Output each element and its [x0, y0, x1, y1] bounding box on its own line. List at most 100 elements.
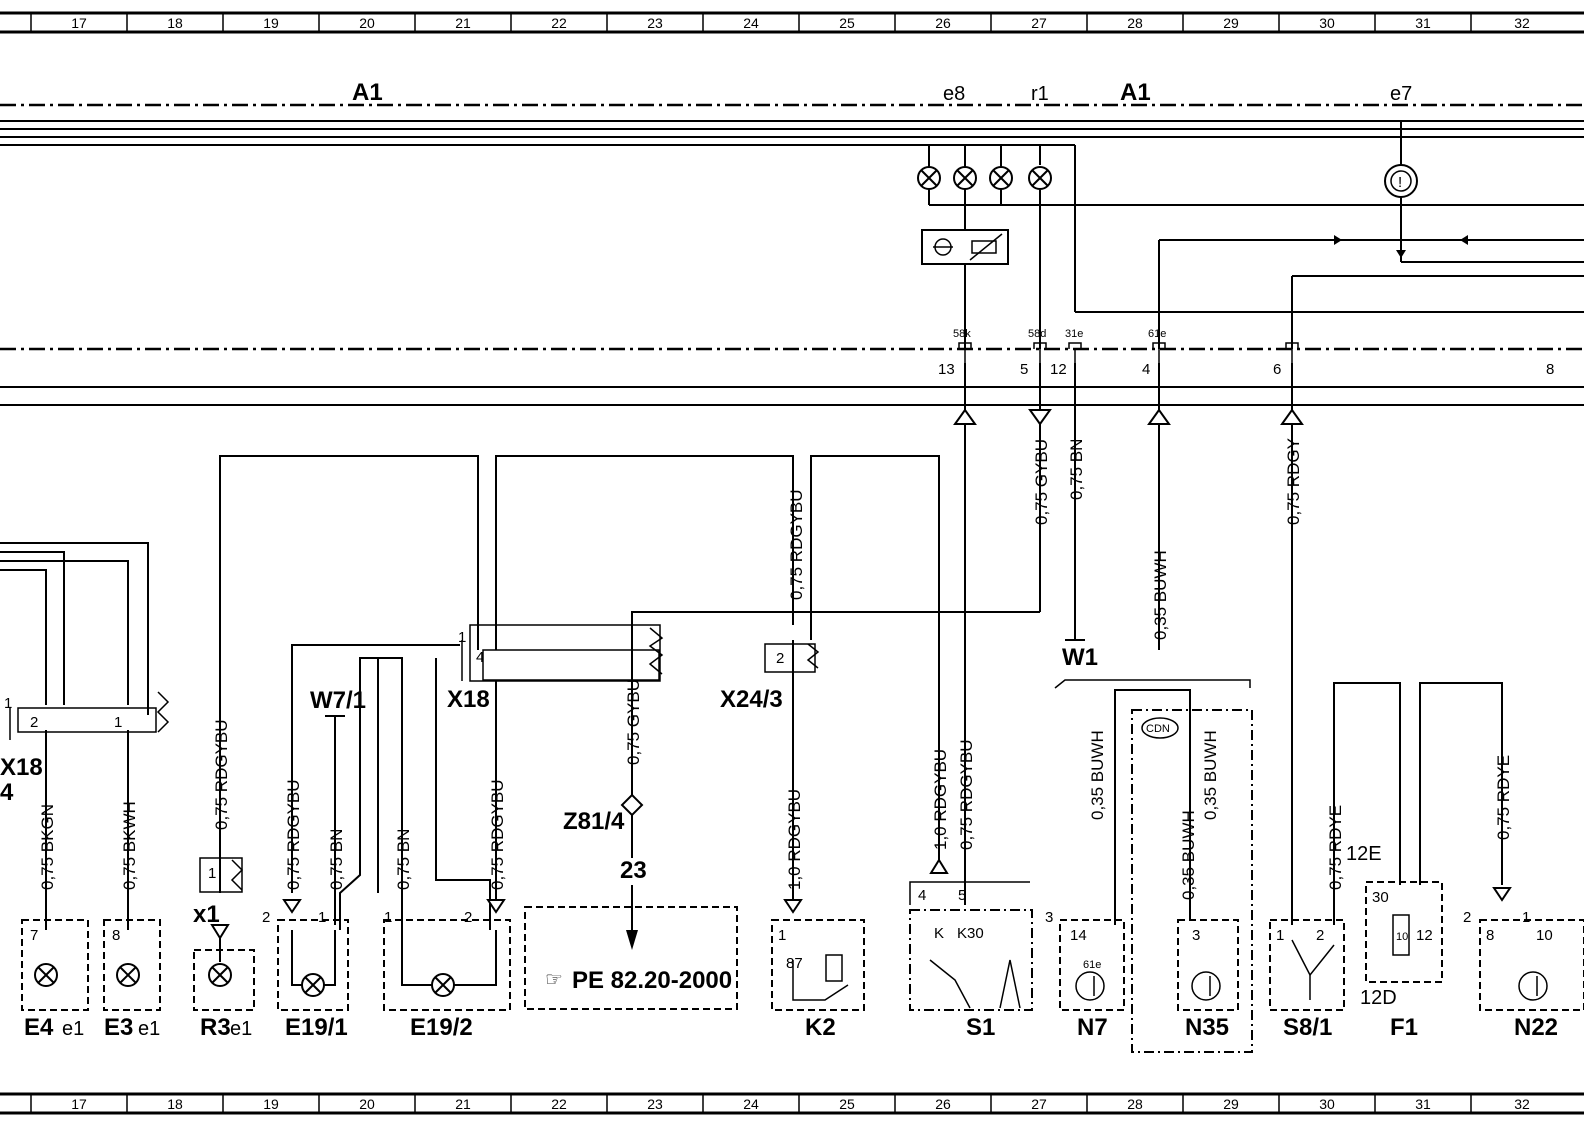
n7-label: N7 [1077, 1014, 1108, 1041]
lamp-icon [989, 166, 1013, 190]
left-pin-1: 1 [4, 695, 12, 712]
wire-k2: 1,0 RDGYBU [785, 789, 804, 890]
arrow-down-icon [486, 899, 506, 914]
x18-pin-4: 4 [476, 649, 484, 666]
k2-pin-87: 87 [786, 955, 803, 972]
lamp-icon [953, 166, 977, 190]
arrow-up-icon [953, 408, 977, 425]
e3-sub: e1 [138, 1018, 160, 1040]
e19-2-pin-2: 2 [464, 909, 472, 926]
pin-num-4: 4 [1142, 361, 1150, 378]
s1-section: 1,0 RDGYBU 0,75 RDGYBU 4 5 3 K K30 S1 [909, 739, 1053, 1041]
svg-text:!: ! [1398, 174, 1402, 191]
wire-e19-1b: 0,75 BN [327, 829, 346, 890]
r3-section: 0,75 RDGYBU 1 x1 R3 e1 [193, 719, 255, 1041]
n22-pin-10: 10 [1536, 927, 1553, 944]
rheostat-icon [969, 233, 1003, 261]
e3-pin-8: 8 [112, 927, 120, 944]
col-27: 27 [1031, 15, 1047, 31]
transistor-icon [1518, 971, 1548, 1001]
arrow-down-icon [1028, 409, 1052, 426]
wire-s81: 0,75 RDYE [1326, 805, 1345, 890]
f1-12e: 12E [1346, 843, 1382, 865]
r3-label: R3 [200, 1014, 231, 1041]
lamp-icon [917, 166, 941, 190]
s1-pin-3: 3 [1045, 909, 1053, 926]
bcol-17: 17 [71, 1096, 87, 1112]
a1-cluster: A1 A1 e8 r1 e7 [0, 79, 1584, 406]
x18-left-num: 4 [0, 779, 14, 806]
wire-e19-2a: 0,75 BN [394, 829, 413, 890]
right-section: 0,75 RDYE 0,75 RDYE 1 2 S8/1 12E 30 10 1… [1269, 682, 1584, 1041]
wire-s1-4: 1,0 RDGYBU [931, 749, 950, 850]
fuse-icon [1392, 914, 1410, 956]
col-24: 24 [743, 15, 759, 31]
connector-diamond-icon [620, 793, 644, 817]
bcol-25: 25 [839, 1096, 855, 1112]
f1-pin-30: 30 [1372, 889, 1389, 906]
e4-sub: e1 [62, 1018, 84, 1040]
x18-pin-1: 1 [458, 629, 466, 646]
f1-12d: 12D [1360, 987, 1397, 1009]
wire-6: 0,75 RDGY [1284, 438, 1303, 525]
bcol-22: 22 [551, 1096, 567, 1112]
wire-n35-b: 0,35 BUWH [1201, 730, 1220, 820]
wire-s1-5: 0,75 RDGYBU [957, 739, 976, 850]
bcol-28: 28 [1127, 1096, 1143, 1112]
col-23: 23 [647, 15, 663, 31]
lamp-icon [208, 963, 232, 987]
a1-label-left: A1 [352, 79, 383, 106]
w7-1-label: W7/1 [310, 687, 366, 714]
arrow-down-icon [282, 899, 302, 914]
bcol-23: 23 [647, 1096, 663, 1112]
pin-58k: 58k [953, 328, 971, 340]
x24-pin-2: 2 [776, 650, 784, 667]
e19-1-pin-1: 1 [318, 909, 326, 926]
n22-pin-2: 2 [1463, 909, 1471, 926]
pin-num-13: 13 [938, 361, 955, 378]
arrow-down-icon [1492, 887, 1512, 902]
wire-r3: 0,75 RDGYBU [212, 719, 231, 830]
transistor-icon [1075, 971, 1105, 1001]
col-17: 17 [71, 15, 87, 31]
bcol-21: 21 [455, 1096, 471, 1112]
pin-num-8: 8 [1546, 361, 1554, 378]
col-20: 20 [359, 15, 375, 31]
arrow-down-icon [210, 924, 230, 940]
pin-num-6: 6 [1273, 361, 1281, 378]
diode-icon [1334, 235, 1342, 245]
pin-61e: 61e [1148, 328, 1166, 340]
f1-pin-10: 10 [1396, 931, 1408, 943]
s81-label: S8/1 [1283, 1014, 1332, 1041]
pin-31e: 31e [1065, 328, 1083, 340]
bcol-24: 24 [743, 1096, 759, 1112]
lamp-icon [431, 973, 455, 997]
wire-e4: 0,75 BKGN [38, 804, 57, 890]
col-31: 31 [1415, 15, 1431, 31]
warning-lamp-icon: ! [1384, 164, 1418, 198]
wire-e19-2b: 0,75 RDGYBU [488, 779, 507, 890]
wire-58d: 0,75 GYBU [1032, 439, 1051, 525]
e19-2-pin-1: 1 [384, 909, 392, 926]
svg-text:1: 1 [208, 865, 216, 882]
s1-pin-k30: K30 [957, 925, 984, 942]
lamp-icon [1028, 166, 1052, 190]
wire-x18-top: 0,75 RDGYBU [787, 489, 806, 600]
e4-label: E4 [24, 1014, 54, 1041]
e4-pin-7: 7 [30, 927, 38, 944]
left-pin-2: 2 [30, 714, 38, 731]
bcol-20: 20 [359, 1096, 375, 1112]
col-28: 28 [1127, 15, 1143, 31]
col-19: 19 [263, 15, 279, 31]
pin-58d: 58d [1028, 328, 1046, 340]
n7-pin-61e: 61e [1083, 959, 1101, 971]
wire-e3: 0,75 BKWH [120, 801, 139, 890]
s1-label: S1 [966, 1014, 995, 1041]
wire-n22: 0,75 RDYE [1494, 755, 1513, 840]
k2-section: 1 87 K2 [771, 899, 865, 1041]
diode-icon [1396, 250, 1406, 258]
lamp-icon [301, 973, 325, 997]
cdn-label: CDN [1146, 723, 1170, 735]
n22-pin-1: 1 [1522, 909, 1530, 926]
